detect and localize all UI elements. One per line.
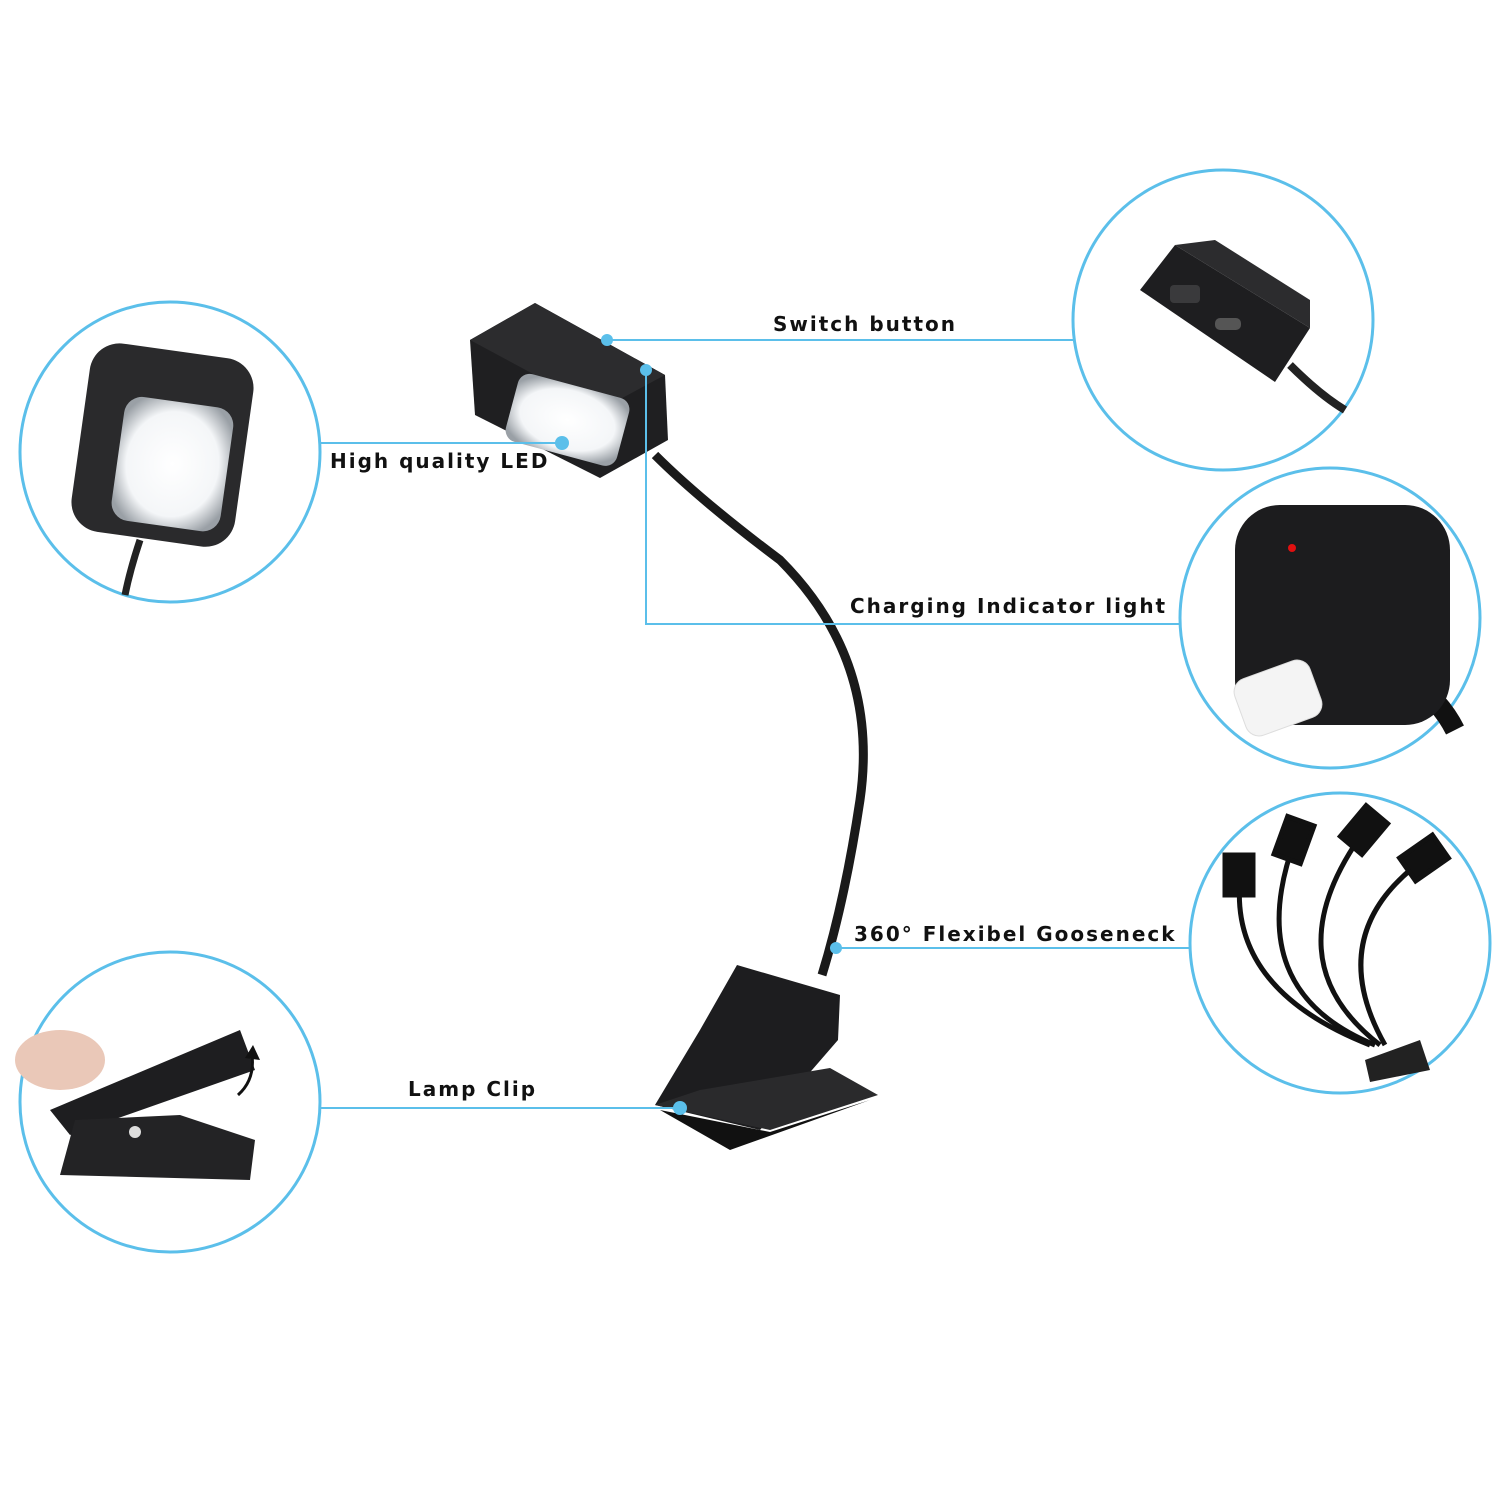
clip-detail-circle <box>18 950 322 1254</box>
clip-detail-image <box>15 1030 260 1180</box>
led-detail-image <box>71 343 254 596</box>
lamp-product-image <box>470 303 878 1150</box>
gooseneck-marker-dot <box>830 942 842 954</box>
lamp-clip-label: Lamp Clip <box>408 1077 538 1101</box>
charging-marker-dot <box>640 364 652 376</box>
led-marker-dot <box>555 436 569 450</box>
charging-leader-line <box>645 370 1180 625</box>
charging-indicator-label: Charging Indicator light <box>850 594 1168 618</box>
switch-detail-image <box>1140 240 1348 414</box>
switch-marker-dot <box>601 334 613 346</box>
switch-button-label: Switch button <box>773 312 958 336</box>
led-label: High quality LED <box>330 449 550 473</box>
clip-marker-dot <box>673 1101 687 1115</box>
charging-detail-image <box>1233 505 1464 737</box>
gooseneck-label: 360° Flexibel Gooseneck <box>854 922 1177 946</box>
gooseneck-detail-image <box>1222 802 1452 1082</box>
